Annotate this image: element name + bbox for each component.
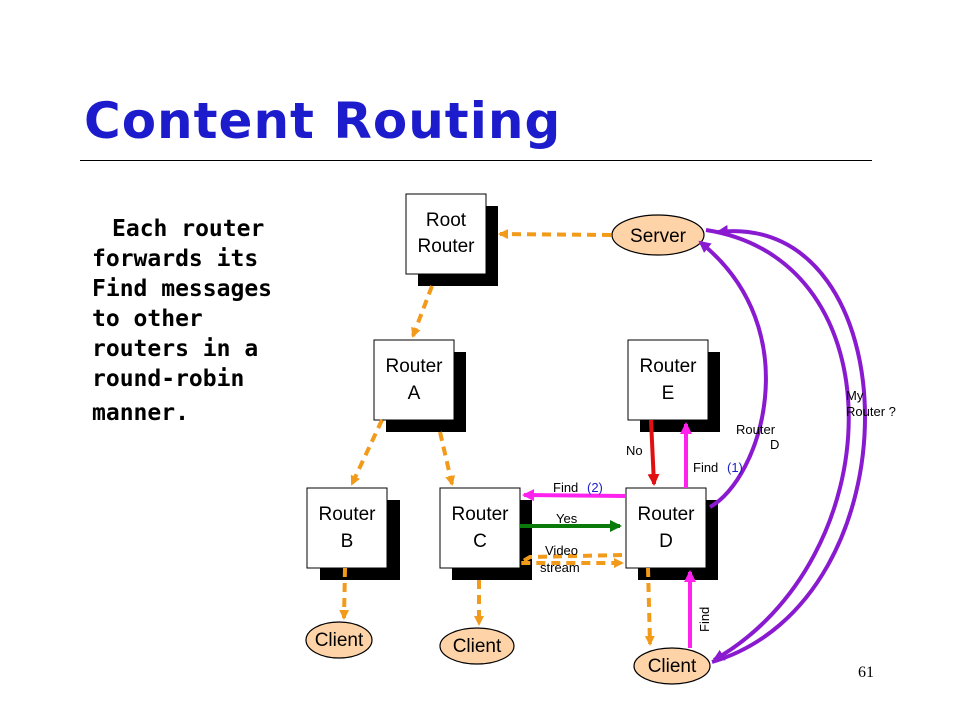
- server-outer-arrow: [711, 224, 867, 664]
- router-c-label-2: C: [473, 531, 487, 552]
- client-d-node: Client: [633, 647, 711, 685]
- body-line: routers in a: [92, 336, 259, 362]
- router-a-label-1: Router: [385, 356, 443, 377]
- router-d-node: Router D: [625, 487, 718, 580]
- router-c-node: Router C: [439, 487, 532, 580]
- router-d-reply-arrow: [698, 240, 768, 509]
- root-to-router-a-arrow: [411, 285, 434, 338]
- title-divider: [80, 160, 872, 161]
- video-label: Video: [545, 543, 578, 558]
- find-1-label: Find: [693, 460, 718, 475]
- router-c-label-1: Router: [451, 504, 509, 525]
- router-a-to-router-c-arrow: [438, 431, 456, 486]
- client-b-node: Client: [305, 621, 373, 659]
- client-b-label: Client: [315, 630, 364, 651]
- client-c-node: Client: [439, 627, 515, 665]
- find-2-label: Find: [553, 480, 578, 495]
- find-2-number: (2): [587, 480, 603, 495]
- client-c-label: Client: [453, 636, 502, 657]
- page-number: 61: [858, 664, 874, 681]
- my-router-label-1: My: [846, 388, 864, 403]
- root-router-node: Root Router: [405, 193, 498, 286]
- root-router-label-1: Root: [426, 210, 467, 231]
- router-d-to-client-arrow: [644, 567, 655, 646]
- my-router-query-arrow: [705, 228, 851, 662]
- router-b-to-client-arrow: [339, 567, 350, 620]
- router-e-label-2: E: [662, 383, 675, 404]
- find-vertical-label: Find: [697, 607, 712, 632]
- server-node: Server: [611, 214, 705, 256]
- body-line: forwards its: [92, 246, 259, 272]
- server-label: Server: [630, 226, 687, 247]
- body-line: to other: [92, 306, 203, 332]
- no-arrow: [647, 419, 660, 486]
- body-line: Find messages: [92, 276, 273, 302]
- router-a-to-router-b-arrow: [350, 419, 384, 486]
- router-b-label-1: Router: [318, 504, 376, 525]
- router-d-label-2: D: [659, 531, 673, 552]
- router-a-node: Router A: [373, 339, 466, 432]
- router-d-reply-label-2: D: [770, 437, 779, 452]
- server-to-root-arrow: [498, 229, 612, 240]
- slide-title: Content Routing: [84, 92, 562, 150]
- find-2-arrow: [522, 489, 627, 502]
- router-b-node: Router B: [306, 487, 400, 580]
- my-router-label-2: Router ?: [846, 404, 896, 419]
- video-stream-arrow: [512, 553, 624, 568]
- body-line: manner.: [92, 400, 189, 426]
- client-d-label: Client: [648, 656, 697, 677]
- router-a-label-2: A: [408, 383, 421, 404]
- router-d-label-1: Router: [637, 504, 695, 525]
- router-e-node: Router E: [627, 339, 720, 432]
- router-b-label-2: B: [341, 531, 354, 552]
- body-line: Each router: [112, 216, 265, 242]
- yes-label: Yes: [556, 511, 578, 526]
- router-d-reply-label-1: Router: [736, 422, 776, 437]
- no-label: No: [626, 443, 643, 458]
- body-line: round-robin: [92, 366, 245, 392]
- find-1-number: (1): [727, 460, 743, 475]
- router-e-label-1: Router: [639, 356, 697, 377]
- stream-label: stream: [540, 560, 580, 575]
- slide-body-text: Each router forwards its Find messages t…: [92, 214, 342, 428]
- root-router-label-2: Router: [417, 236, 475, 257]
